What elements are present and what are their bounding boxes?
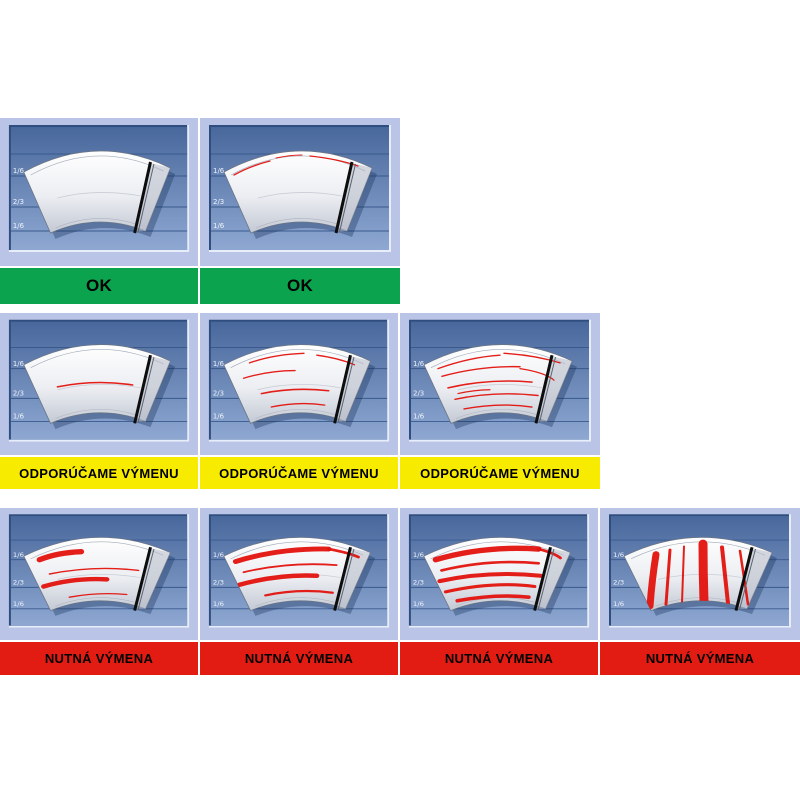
svg-text:1/6: 1/6 — [213, 222, 225, 230]
panel-ok-2: 1/6 2/3 1/6 OK — [200, 118, 400, 304]
svg-text:1/6: 1/6 — [413, 600, 424, 608]
svg-text:1/6: 1/6 — [13, 167, 24, 175]
svg-text:1/6: 1/6 — [13, 600, 24, 608]
wiper-blade-icon — [334, 161, 354, 234]
panel-must-replace-1: 1/6 2/3 1/6 NUTNÁ VÝMENA — [0, 508, 200, 675]
row-ok: 1/6 2/3 1/6 OK 1/6 2/3 1/6 — [0, 118, 800, 304]
wiper-wear-diagram-single-streak: 1/6 2/3 1/6 — [0, 313, 198, 455]
wiper-blade-icon — [734, 546, 754, 611]
svg-text:1/6: 1/6 — [13, 551, 24, 559]
status-label-must-replace: NUTNÁ VÝMENA — [400, 640, 598, 675]
svg-text:1/6: 1/6 — [613, 551, 624, 559]
svg-text:1/6: 1/6 — [413, 551, 424, 559]
svg-text:2/3: 2/3 — [213, 579, 224, 587]
wiper-blade-icon — [333, 546, 352, 611]
wiper-sweep-area — [623, 537, 773, 612]
status-label-ok: OK — [0, 266, 198, 304]
panel-recommend-3: 1/6 2/3 1/6 ODPORÚČAME VÝMENU — [400, 313, 600, 489]
svg-text:1/6: 1/6 — [413, 413, 424, 421]
svg-text:1/6: 1/6 — [13, 360, 24, 368]
zone-fraction-labels: 1/6 2/3 1/6 — [613, 551, 624, 608]
svg-text:1/6: 1/6 — [213, 167, 225, 175]
wiper-blade-icon — [133, 354, 152, 424]
wiper-wear-diagram-many-streaks: 1/6 2/3 1/6 — [400, 313, 600, 455]
wiper-wear-chart: 1/6 2/3 1/6 OK 1/6 2/3 1/6 — [0, 118, 800, 675]
svg-text:1/6: 1/6 — [213, 600, 224, 608]
svg-text:2/3: 2/3 — [13, 390, 24, 398]
svg-text:1/6: 1/6 — [613, 600, 624, 608]
wiper-wear-diagram-thick-smears-light: 1/6 2/3 1/6 — [0, 508, 198, 640]
svg-text:2/3: 2/3 — [213, 390, 224, 398]
wiper-wear-diagram-clean-wipe: 1/6 2/3 1/6 — [0, 118, 198, 266]
wear-streaks — [36, 549, 140, 598]
wear-streaks — [232, 546, 360, 597]
wiper-wear-diagram-thick-smears-heavy: 1/6 2/3 1/6 — [400, 508, 598, 640]
zone-fraction-labels: 1/6 2/3 1/6 — [13, 167, 24, 230]
wiper-blade-icon — [133, 546, 152, 611]
wiper-sweep-area — [23, 344, 171, 424]
svg-text:2/3: 2/3 — [413, 579, 424, 587]
status-label-recommend: ODPORÚČAME VÝMENU — [400, 455, 600, 489]
panel-recommend-1: 1/6 2/3 1/6 ODPORÚČAME VÝMENU — [0, 313, 200, 489]
wear-streaks — [432, 545, 562, 603]
zone-fraction-labels: 1/6 2/3 1/6 — [413, 360, 424, 421]
status-label-must-replace: NUTNÁ VÝMENA — [200, 640, 398, 675]
wiper-blade-icon — [133, 161, 152, 234]
wiper-sweep-area — [423, 344, 573, 424]
wiper-blade-icon — [533, 546, 552, 611]
wiper-wear-diagram-several-streaks: 1/6 2/3 1/6 — [200, 313, 398, 455]
wiper-wear-diagram-minor-edge-marks: 1/6 2/3 1/6 — [200, 118, 400, 266]
zone-fraction-labels: 1/6 2/3 1/6 — [213, 360, 224, 421]
wiper-sweep-area — [223, 344, 371, 424]
panel-recommend-2: 1/6 2/3 1/6 ODPORÚČAME VÝMENU — [200, 313, 400, 489]
svg-text:2/3: 2/3 — [13, 579, 24, 587]
wiper-wear-diagram-vertical-smear-bands: 1/6 2/3 1/6 — [600, 508, 800, 640]
status-label-ok: OK — [200, 266, 400, 304]
wear-streaks — [242, 352, 356, 408]
panel-must-replace-3: 1/6 2/3 1/6 NUTNÁ VÝMENA — [400, 508, 600, 675]
svg-text:1/6: 1/6 — [13, 413, 24, 421]
panel-ok-1: 1/6 2/3 1/6 OK — [0, 118, 200, 304]
wear-streaks — [437, 352, 561, 410]
svg-text:2/3: 2/3 — [613, 579, 624, 587]
svg-text:2/3: 2/3 — [413, 390, 424, 398]
svg-text:1/6: 1/6 — [413, 360, 424, 368]
zone-fraction-labels: 1/6 2/3 1/6 — [413, 551, 424, 608]
wiper-wear-diagram-thick-smears-medium: 1/6 2/3 1/6 — [200, 508, 398, 640]
zone-fraction-labels: 1/6 2/3 1/6 — [213, 551, 224, 608]
svg-text:1/6: 1/6 — [213, 360, 224, 368]
wear-streaks — [56, 381, 134, 388]
svg-text:2/3: 2/3 — [213, 198, 224, 206]
row-must-replace: 1/6 2/3 1/6 NUTNÁ VÝMENA 1/6 2/3 1/6 — [0, 508, 800, 675]
wear-streaks — [233, 154, 359, 176]
panel-must-replace-2: 1/6 2/3 1/6 NUTNÁ VÝMENA — [200, 508, 400, 675]
zone-fraction-labels: 1/6 2/3 1/6 — [213, 167, 225, 230]
svg-text:1/6: 1/6 — [213, 551, 224, 559]
wiper-blade-icon — [333, 354, 352, 424]
status-label-must-replace: NUTNÁ VÝMENA — [600, 640, 800, 675]
status-label-must-replace: NUTNÁ VÝMENA — [0, 640, 198, 675]
svg-text:2/3: 2/3 — [13, 198, 24, 206]
zone-fraction-labels: 1/6 2/3 1/6 — [13, 551, 24, 608]
wiper-blade-icon — [534, 354, 554, 424]
zone-fraction-labels: 1/6 2/3 1/6 — [13, 360, 24, 421]
svg-text:1/6: 1/6 — [13, 222, 24, 230]
row-recommend: 1/6 2/3 1/6 ODPORÚČAME VÝMENU 1/6 2/3 1/… — [0, 313, 800, 489]
status-label-recommend: ODPORÚČAME VÝMENU — [200, 455, 398, 489]
panel-must-replace-4: 1/6 2/3 1/6 NUTNÁ VÝMENA — [600, 508, 800, 675]
svg-text:1/6: 1/6 — [213, 413, 224, 421]
status-label-recommend: ODPORÚČAME VÝMENU — [0, 455, 198, 489]
